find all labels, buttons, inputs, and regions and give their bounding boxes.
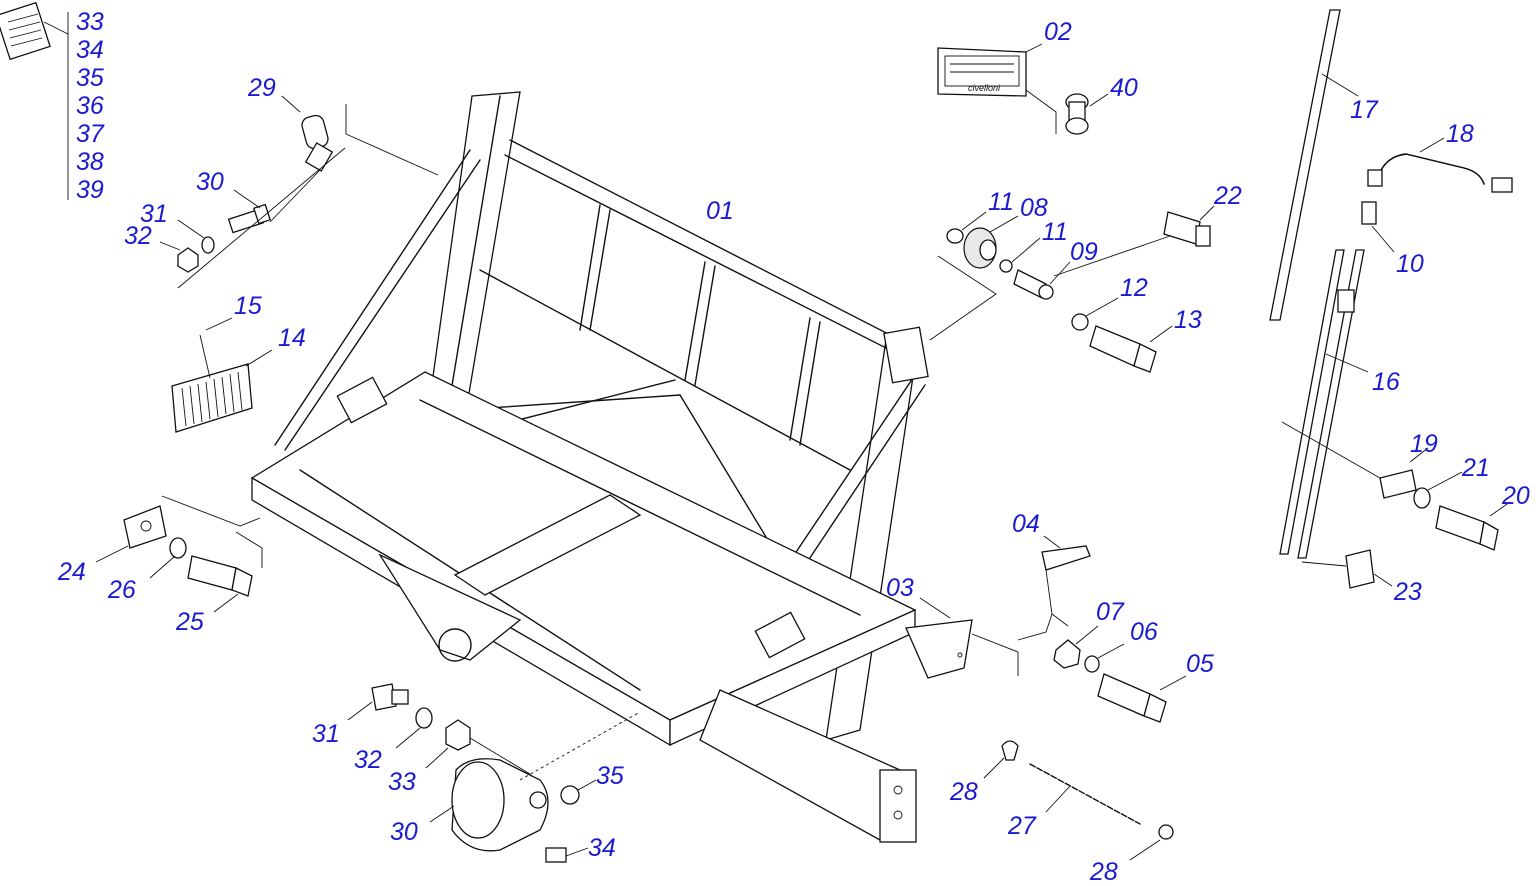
sticker-set-33-39	[0, 1, 69, 200]
id-plate: civelloni	[937, 43, 1057, 134]
callout-14: 14	[278, 324, 306, 352]
callout-32a: 32	[124, 222, 152, 250]
callout-02: 02	[1044, 18, 1072, 46]
hinge-bolt-set-left	[159, 95, 439, 289]
callout-29: 29	[247, 74, 276, 102]
callout-03: 03	[886, 574, 914, 602]
callout-31a: 31	[140, 200, 168, 228]
vent-grille	[171, 317, 273, 433]
callout-39: 39	[76, 176, 104, 204]
callout-23: 23	[1393, 578, 1422, 606]
callout-labels: 01 02 03 04 05 06 07 08 09 10 11 11 12 1…	[57, 8, 1530, 886]
callout-35a: 35	[76, 64, 104, 92]
callout-10: 10	[1396, 250, 1424, 278]
bracket-bolt-set	[95, 495, 263, 613]
callout-01: 01	[706, 197, 734, 225]
callout-26: 26	[107, 576, 136, 604]
callout-08: 08	[1020, 194, 1048, 222]
callout-27: 27	[1007, 812, 1037, 840]
callout-09: 09	[1070, 238, 1098, 266]
callout-04: 04	[1012, 510, 1040, 538]
plate-brand-text: civelloni	[968, 83, 1001, 93]
callout-32b: 32	[354, 746, 382, 774]
chain-and-shackles	[983, 740, 1174, 861]
callout-33a: 33	[76, 8, 104, 36]
callout-11a: 11	[988, 188, 1014, 216]
callout-19: 19	[1410, 430, 1438, 458]
callout-28b: 28	[1089, 858, 1118, 886]
cover-and-bolts	[905, 535, 1187, 723]
rod-and-hose-set	[1269, 9, 1513, 589]
callout-24: 24	[57, 558, 86, 586]
callout-30a: 30	[196, 168, 224, 196]
callout-17: 17	[1350, 96, 1379, 124]
callout-20: 20	[1501, 482, 1530, 510]
callout-22: 22	[1213, 182, 1242, 210]
callout-21: 21	[1461, 454, 1490, 482]
callout-40: 40	[1110, 74, 1138, 102]
callout-25: 25	[175, 608, 204, 636]
callout-30b: 30	[390, 818, 418, 846]
callout-38: 38	[76, 148, 104, 176]
callout-11b: 11	[1042, 218, 1068, 246]
hinge-pin-set-right	[929, 205, 1215, 373]
callout-34b: 34	[588, 834, 616, 862]
callout-12: 12	[1120, 274, 1148, 302]
callout-06: 06	[1130, 618, 1158, 646]
callout-33b: 33	[388, 768, 416, 796]
callout-16: 16	[1372, 368, 1400, 396]
callout-35b: 35	[596, 762, 624, 790]
callout-13: 13	[1174, 306, 1202, 334]
callout-34a: 34	[76, 36, 104, 64]
callout-31b: 31	[312, 720, 340, 748]
callout-07: 07	[1096, 598, 1125, 626]
bushing	[1065, 93, 1109, 135]
callout-36: 36	[76, 92, 104, 120]
callout-37: 37	[76, 120, 105, 148]
callout-05: 05	[1186, 650, 1214, 678]
callout-15: 15	[234, 292, 262, 320]
main-frame	[250, 91, 929, 843]
callout-28a: 28	[949, 778, 978, 806]
callout-18: 18	[1446, 120, 1474, 148]
tank-assembly	[347, 683, 641, 863]
